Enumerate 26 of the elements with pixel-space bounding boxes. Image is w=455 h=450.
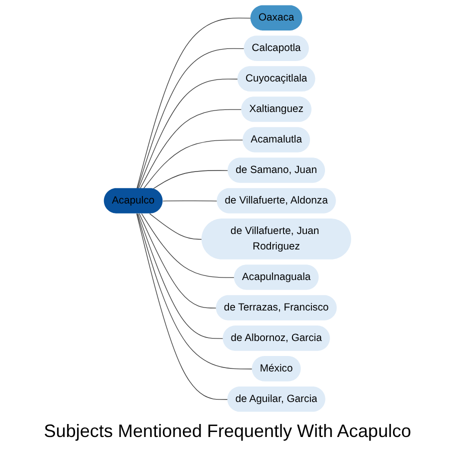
connector: [149, 213, 202, 240]
connector: [139, 213, 217, 308]
connector: [138, 213, 224, 339]
connector: [162, 200, 218, 202]
node-box: Acamalutla: [242, 127, 310, 152]
node-box: de Villafuerte, Aldonza: [216, 188, 336, 214]
connector: [137, 48, 244, 189]
node-box: Calcapotla: [244, 36, 309, 61]
connector: [141, 213, 235, 278]
node-box: Acapulnaguala: [234, 264, 319, 290]
diagram-title: Subjects Mentioned Frequently With Acapulco: [44, 420, 412, 443]
connector: [138, 78, 238, 189]
connector: [136, 213, 253, 370]
connector: [140, 109, 242, 189]
node-box: de Albornoz, Garcia: [222, 326, 330, 351]
node-box: Acapulco: [104, 188, 163, 214]
node-box: de Terrazas, Francisco: [216, 295, 337, 320]
connector: [136, 213, 228, 400]
node-box: de Villafuerte, Juan Rodriguez: [202, 218, 352, 260]
node-box: de Samano, Juan: [228, 158, 325, 183]
node-box: Cuyocaçitlala: [237, 66, 316, 92]
node-box: Xaltianguez: [241, 96, 312, 122]
node-box: de Aguilar, Garcia: [227, 386, 326, 412]
connector: [143, 140, 244, 189]
connector: [152, 170, 228, 190]
connector: [136, 18, 252, 189]
